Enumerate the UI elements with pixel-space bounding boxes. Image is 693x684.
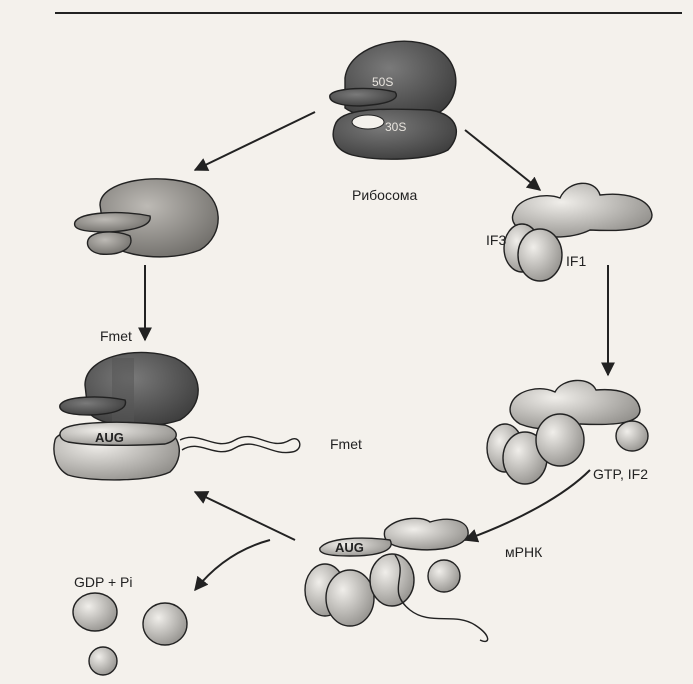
if1-factor <box>518 229 562 281</box>
arrow-to-left-complex <box>195 492 295 540</box>
released-factors <box>73 593 187 675</box>
label-50s: 50S <box>372 75 393 89</box>
arrow-to-30s <box>465 130 540 190</box>
ribosome-70s: 50S 30S <box>330 41 457 159</box>
codon-aug-left: AUG <box>95 430 124 445</box>
free-subunit-left <box>75 179 219 257</box>
label-mrna: мРНК <box>505 544 542 560</box>
ribosome-initiation-left: AUG <box>54 352 300 480</box>
codon-aug-bottom: AUG <box>335 540 364 555</box>
arrow-release <box>195 540 270 590</box>
label-if3: IF3 <box>486 232 506 248</box>
subunit-30s <box>333 109 456 159</box>
label-if1: IF1 <box>566 253 586 269</box>
label-fmet-top: Fmet <box>100 328 132 344</box>
label-gdp-pi: GDP + Pi <box>74 574 133 590</box>
initiation-complex-bottom: AUG <box>305 518 488 641</box>
label-gtp-if2: GTP, IF2 <box>593 466 648 482</box>
label-ribosome: Рибосома <box>352 187 417 203</box>
mrna-strand-left <box>180 437 300 453</box>
arrow-to-left-subunit <box>195 112 315 170</box>
label-fmet-right: Fmet <box>330 436 362 452</box>
label-30s: 30S <box>385 120 406 134</box>
subunit-50s <box>345 41 456 118</box>
